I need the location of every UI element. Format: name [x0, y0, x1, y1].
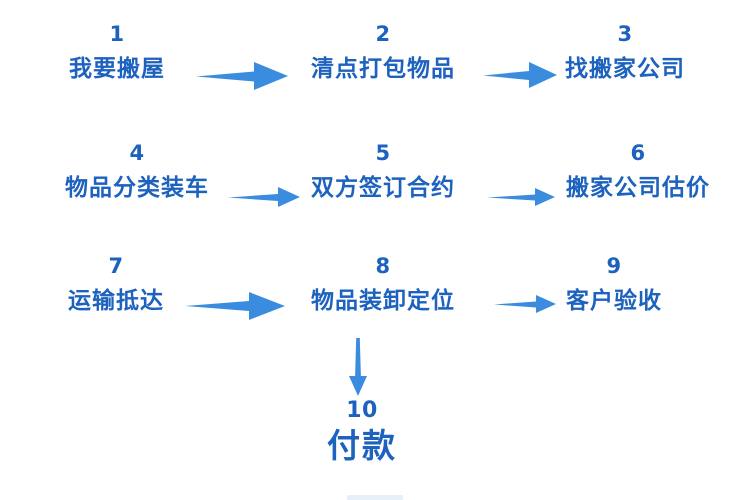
flow-node-1-number: 1	[109, 22, 125, 46]
flow-node-2-label: 清点打包物品	[311, 56, 455, 82]
arrow-right-4-to-5-icon	[228, 185, 300, 209]
flow-node-4-number: 4	[129, 141, 145, 165]
flow-node-2[interactable]: 2 清点打包物品	[311, 22, 455, 82]
flow-node-7-number: 7	[108, 254, 124, 278]
flow-node-5[interactable]: 5 双方签订合约	[311, 141, 455, 201]
flow-node-9-label: 客户验收	[566, 288, 662, 314]
flow-node-6-number: 6	[630, 141, 646, 165]
arrow-down-8-to-10-icon	[344, 338, 372, 396]
flow-node-9[interactable]: 9 客户验收	[566, 254, 662, 314]
flow-node-7-label: 运输抵达	[68, 288, 164, 314]
flow-node-10-label: 付款	[327, 426, 397, 465]
flow-node-3-number: 3	[617, 22, 633, 46]
flow-node-8-number: 8	[375, 254, 391, 278]
arrow-right-8-to-9-icon	[494, 293, 556, 315]
flow-node-5-number: 5	[375, 141, 391, 165]
arrow-right-5-to-6-icon	[487, 186, 555, 208]
bottom-clipped-artifact	[347, 495, 403, 500]
flow-node-6[interactable]: 6 搬家公司估价	[566, 141, 710, 201]
flow-node-4-label: 物品分类装车	[65, 175, 209, 201]
flow-node-8[interactable]: 8 物品装卸定位	[311, 254, 455, 314]
flow-node-3[interactable]: 3 找搬家公司	[565, 22, 685, 82]
flow-node-8-label: 物品装卸定位	[311, 288, 455, 314]
flow-node-5-label: 双方签订合约	[311, 175, 455, 201]
arrow-right-7-to-8-icon	[185, 290, 285, 322]
flow-node-6-label: 搬家公司估价	[566, 175, 710, 201]
flow-node-10-number: 10	[346, 398, 378, 423]
flow-node-7[interactable]: 7 运输抵达	[68, 254, 164, 314]
flow-node-9-number: 9	[606, 254, 622, 278]
flow-node-2-number: 2	[375, 22, 391, 46]
flow-node-1-label: 我要搬屋	[69, 56, 165, 82]
arrow-right-2-to-3-icon	[483, 60, 557, 90]
flow-node-10[interactable]: 10 付款	[327, 400, 397, 464]
flow-node-3-label: 找搬家公司	[565, 56, 685, 82]
arrow-right-1-to-2-icon	[196, 60, 288, 92]
flow-node-4[interactable]: 4 物品分类装车	[65, 141, 209, 201]
flow-node-1[interactable]: 1 我要搬屋	[69, 22, 165, 82]
